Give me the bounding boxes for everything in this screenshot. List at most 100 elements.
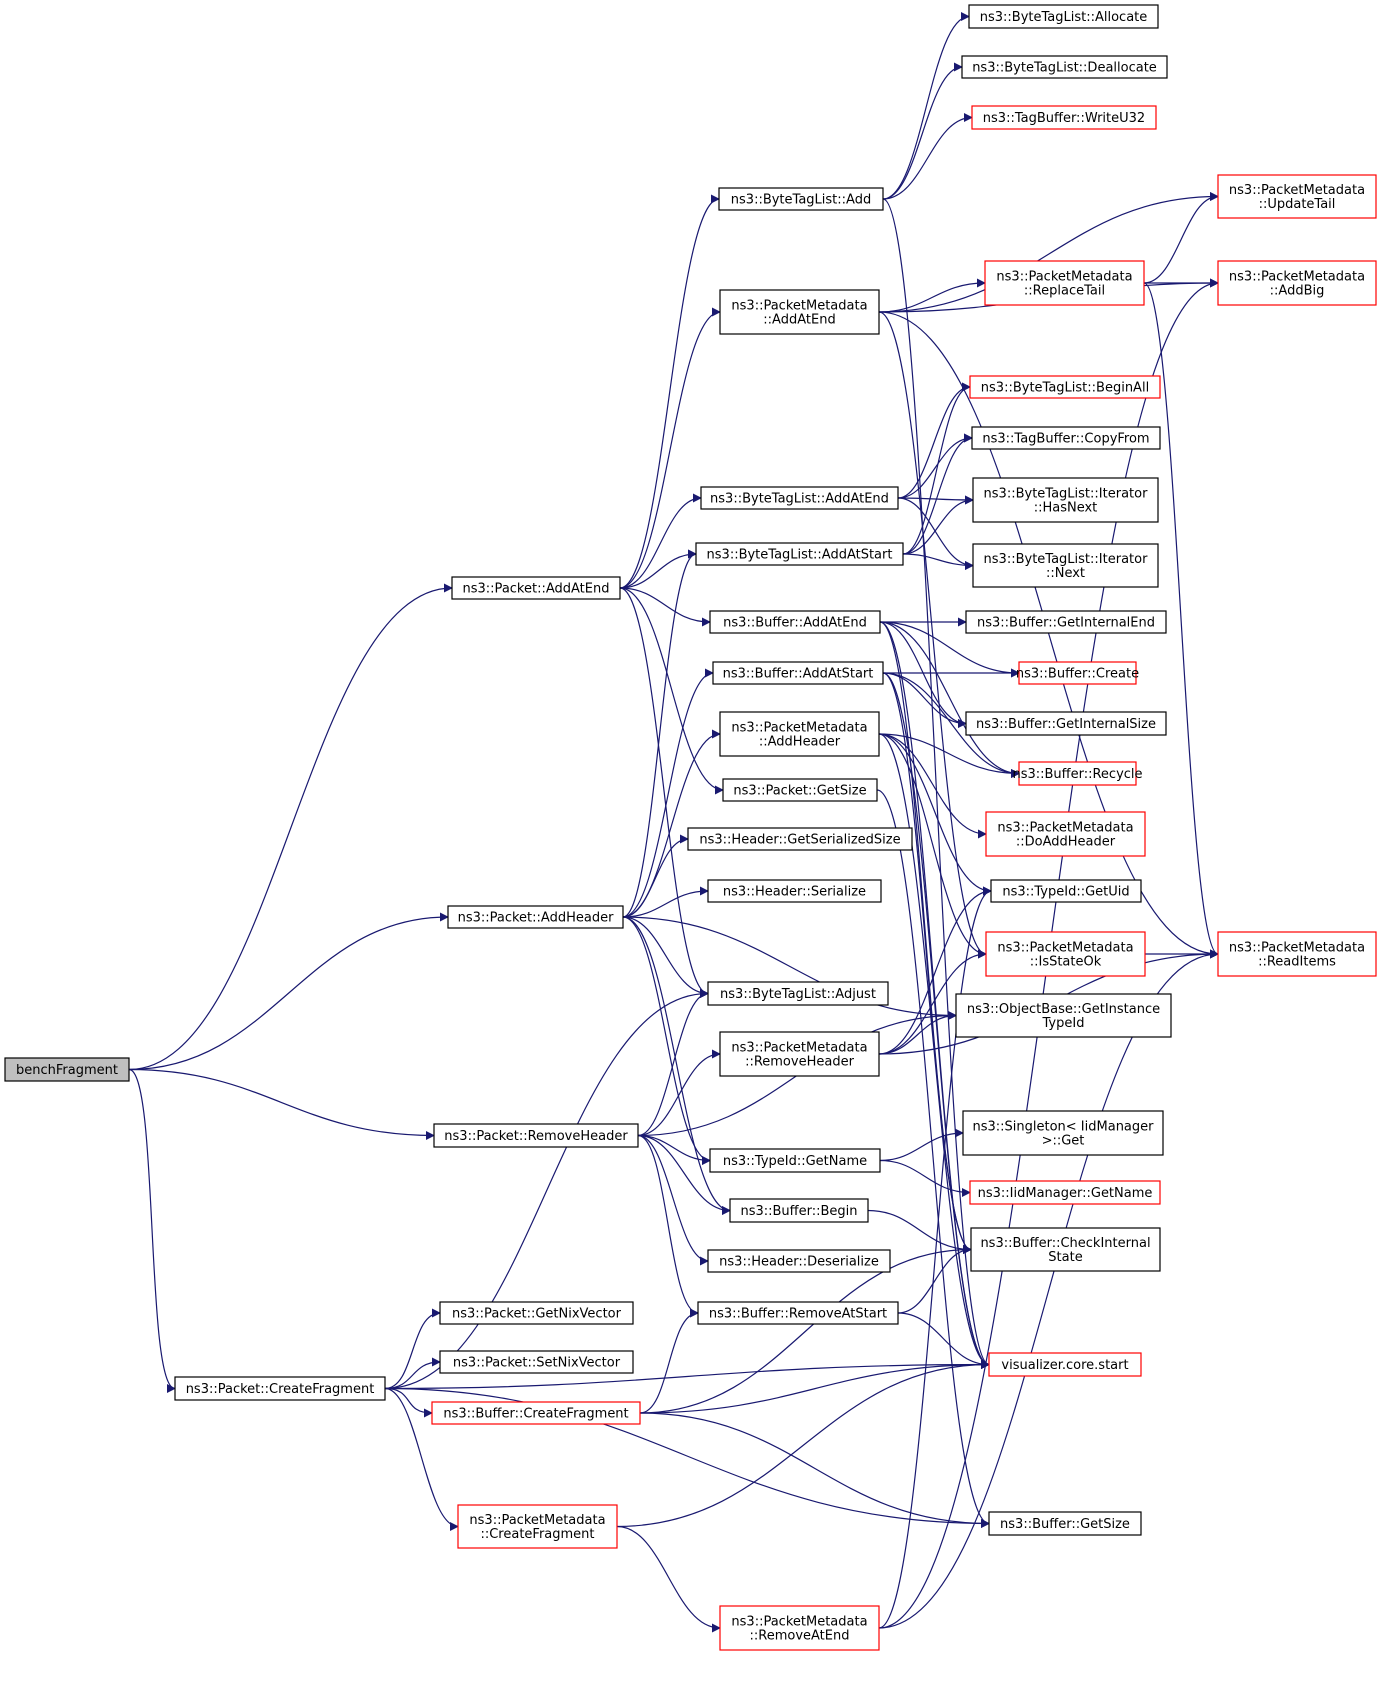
node-label-pm_addbig-line-0: ns3::PacketMetadata [1229, 270, 1365, 285]
edge-pm_addheader-to-pm_doaddheader [878, 733, 987, 839]
node-label-pkt_setnixvector-line-0: ns3::Packet::SetNixVector [453, 1356, 621, 1371]
node-btl_beginall[interactable]: ns3::ByteTagList::BeginAll [969, 375, 1161, 399]
node-pm_doaddheader[interactable]: ns3::PacketMetadata::DoAddHeader [985, 811, 1146, 857]
node-pkt_getsize[interactable]: ns3::Packet::GetSize [722, 778, 878, 802]
node-box-viz_start [988, 1352, 1142, 1377]
node-box-pm_removeatend [719, 1605, 880, 1651]
edge-btl_add-to-viz_start [882, 198, 990, 1369]
edge-btl_addatend-to-btl_it_hasnext [897, 495, 974, 505]
node-btl_it_next[interactable]: ns3::ByteTagList::Iterator::Next [972, 543, 1159, 588]
node-pm_removeatend[interactable]: ns3::PacketMetadata::RemoveAtEnd [719, 1605, 880, 1651]
node-tb_writeu32[interactable]: ns3::TagBuffer::WriteU32 [971, 105, 1157, 130]
edge-pm_addheader-to-typeid_getuid [878, 733, 992, 896]
node-box-hdr_getserializedsize [687, 827, 913, 851]
edge-pkt_removeheader-to-buf_begin [637, 1134, 731, 1215]
node-hdr_serialize[interactable]: ns3::Header::Serialize [707, 879, 882, 903]
node-buf_recycle[interactable]: ns3::Buffer::Recycle [1012, 761, 1143, 786]
node-box-pm_doaddheader [985, 811, 1146, 857]
node-benchFragment[interactable]: benchFragment [4, 1057, 130, 1082]
node-btl_addatstart[interactable]: ns3::ByteTagList::AddAtStart [695, 542, 904, 566]
node-label-singleton_get-line-0: ns3::Singleton< IidManager [972, 1120, 1154, 1135]
edge-buf_addatstart-to-viz_start [882, 672, 990, 1369]
node-btl_deallocate[interactable]: ns3::ByteTagList::Deallocate [961, 55, 1168, 79]
node-btl_it_hasnext[interactable]: ns3::ByteTagList::Iterator::HasNext [972, 477, 1159, 523]
node-typeid_getuid[interactable]: ns3::TypeId::GetUid [990, 879, 1142, 903]
node-pm_updatetail[interactable]: ns3::PacketMetadata::UpdateTail [1217, 174, 1377, 219]
node-hdr_getserializedsize[interactable]: ns3::Header::GetSerializedSize [687, 827, 913, 851]
edge-buf_createfragment-to-buf_checkinternalstate [639, 1245, 972, 1414]
node-pkt_createfragment[interactable]: ns3::Packet::CreateFragment [174, 1376, 386, 1401]
node-pm_replacetail[interactable]: ns3::PacketMetadata::ReplaceTail [984, 260, 1145, 306]
node-box-btl_addatstart [695, 542, 904, 566]
node-buf_create[interactable]: ns3::Buffer::Create [1016, 661, 1139, 685]
node-btl_adjust[interactable]: ns3::ByteTagList::Adjust [707, 981, 889, 1006]
node-btl_add[interactable]: ns3::ByteTagList::Add [718, 187, 884, 211]
node-pm_isstateok[interactable]: ns3::PacketMetadata::IsStateOk [985, 931, 1146, 977]
edge-pm_removeheader-to-typeid_getuid [878, 886, 992, 1055]
node-buf_removeatstart[interactable]: ns3::Buffer::RemoveAtStart [697, 1301, 899, 1325]
node-label-btl_addatstart-line-0: ns3::ByteTagList::AddAtStart [707, 548, 893, 563]
node-buf_addatstart[interactable]: ns3::Buffer::AddAtStart [712, 661, 884, 685]
node-buf_addatend[interactable]: ns3::Buffer::AddAtEnd [709, 610, 881, 634]
node-buf_createfragment[interactable]: ns3::Buffer::CreateFragment [431, 1401, 641, 1425]
edge-pkt_addheader-to-ob_getinstancetypeid [622, 916, 957, 1020]
edge-btl_add-to-btl_deallocate [882, 62, 963, 200]
edge-pm_removeheader-to-ob_getinstancetypeid [878, 1011, 957, 1055]
node-pm_readitems[interactable]: ns3::PacketMetadata::ReadItems [1217, 931, 1377, 977]
node-box-typeid_getname [709, 1148, 881, 1173]
node-pm_createfragment[interactable]: ns3::PacketMetadata::CreateFragment [457, 1504, 618, 1549]
node-label-pm_isstateok-line-0: ns3::PacketMetadata [997, 941, 1133, 956]
node-box-buf_createfragment [431, 1401, 641, 1425]
node-buf_getinternalsize[interactable]: ns3::Buffer::GetInternalSize [965, 711, 1167, 736]
node-label-buf_getinternalend-line-0: ns3::Buffer::GetInternalEnd [977, 616, 1155, 631]
node-label-pm_doaddheader-line-0: ns3::PacketMetadata [997, 821, 1133, 836]
node-label-pkt_addatend-line-0: ns3::Packet::AddAtEnd [463, 582, 610, 597]
node-pkt_removeheader[interactable]: ns3::Packet::RemoveHeader [433, 1123, 639, 1148]
edge-btl_addatstart-to-btl_beginall [902, 382, 971, 555]
edge-pkt_addheader-to-hdr_serialize [622, 886, 709, 918]
edge-pkt_createfragment-to-pkt_setnixvector [384, 1357, 441, 1390]
node-pkt_addheader[interactable]: ns3::Packet::AddHeader [447, 905, 624, 929]
node-buf_getinternalend[interactable]: ns3::Buffer::GetInternalEnd [965, 610, 1167, 634]
node-buf_getsize[interactable]: ns3::Buffer::GetSize [988, 1511, 1142, 1536]
edge-pm_createfragment-to-pm_removeatend [616, 1525, 721, 1633]
edge-pm_addatend-to-pm_updatetail [878, 192, 1219, 313]
node-btl_addatend[interactable]: ns3::ByteTagList::AddAtEnd [700, 486, 899, 510]
edge-btl_addatstart-to-btl_it_next [902, 553, 974, 570]
node-label-pm_removeheader-line-1: ::RemoveHeader [745, 1055, 855, 1070]
node-iid_getname[interactable]: ns3::IidManager::GetName [969, 1180, 1161, 1205]
node-label-btl_it_next-line-1: ::Next [1046, 566, 1085, 581]
edge-pkt_addheader-to-hdr_getserializedsize [622, 834, 689, 918]
node-box-btl_add [718, 187, 884, 211]
node-label-pm_addheader-line-1: ::AddHeader [759, 735, 841, 750]
node-label-pkt_getsize-line-0: ns3::Packet::GetSize [733, 784, 866, 799]
node-pm_addheader[interactable]: ns3::PacketMetadata::AddHeader [719, 711, 880, 757]
node-hdr_deserialize[interactable]: ns3::Header::Deserialize [707, 1249, 891, 1273]
node-typeid_getname[interactable]: ns3::TypeId::GetName [709, 1148, 881, 1173]
node-buf_begin[interactable]: ns3::Buffer::Begin [729, 1198, 869, 1223]
node-label-pkt_createfragment-line-0: ns3::Packet::CreateFragment [186, 1382, 375, 1397]
edge-pm_removeatend-to-typeid_getuid [878, 886, 992, 1629]
node-label-buf_recycle-line-0: ns3::Buffer::Recycle [1012, 767, 1142, 782]
edge-pkt_addheader-to-buf_begin [622, 916, 731, 1215]
edge-pm_removeatend-to-pm_readitems [878, 949, 1219, 1629]
node-tb_copyfrom[interactable]: ns3::TagBuffer::CopyFrom [971, 426, 1161, 450]
node-box-pm_addatend [719, 289, 880, 335]
node-pm_removeheader[interactable]: ns3::PacketMetadata::RemoveHeader [719, 1031, 880, 1077]
node-pm_addbig[interactable]: ns3::PacketMetadata::AddBig [1217, 260, 1377, 306]
node-pkt_getnixvector[interactable]: ns3::Packet::GetNixVector [439, 1301, 634, 1325]
edge-pkt_removeheader-to-hdr_deserialize [637, 1134, 709, 1266]
node-singleton_get[interactable]: ns3::Singleton< IidManager>::Get [962, 1110, 1164, 1156]
node-label-pm_addheader-line-0: ns3::PacketMetadata [731, 721, 867, 736]
node-viz_start[interactable]: visualizer.core.start [988, 1352, 1142, 1377]
node-btl_allocate[interactable]: ns3::ByteTagList::Allocate [968, 4, 1159, 29]
node-pm_addatend[interactable]: ns3::PacketMetadata::AddAtEnd [719, 289, 880, 335]
node-label-pm_replacetail-line-0: ns3::PacketMetadata [996, 270, 1132, 285]
node-pkt_addatend[interactable]: ns3::Packet::AddAtEnd [451, 576, 621, 600]
node-pkt_setnixvector[interactable]: ns3::Packet::SetNixVector [439, 1350, 634, 1374]
node-label-buf_addatend-line-0: ns3::Buffer::AddAtEnd [723, 616, 867, 631]
node-label-buf_removeatstart-line-0: ns3::Buffer::RemoveAtStart [709, 1307, 887, 1322]
